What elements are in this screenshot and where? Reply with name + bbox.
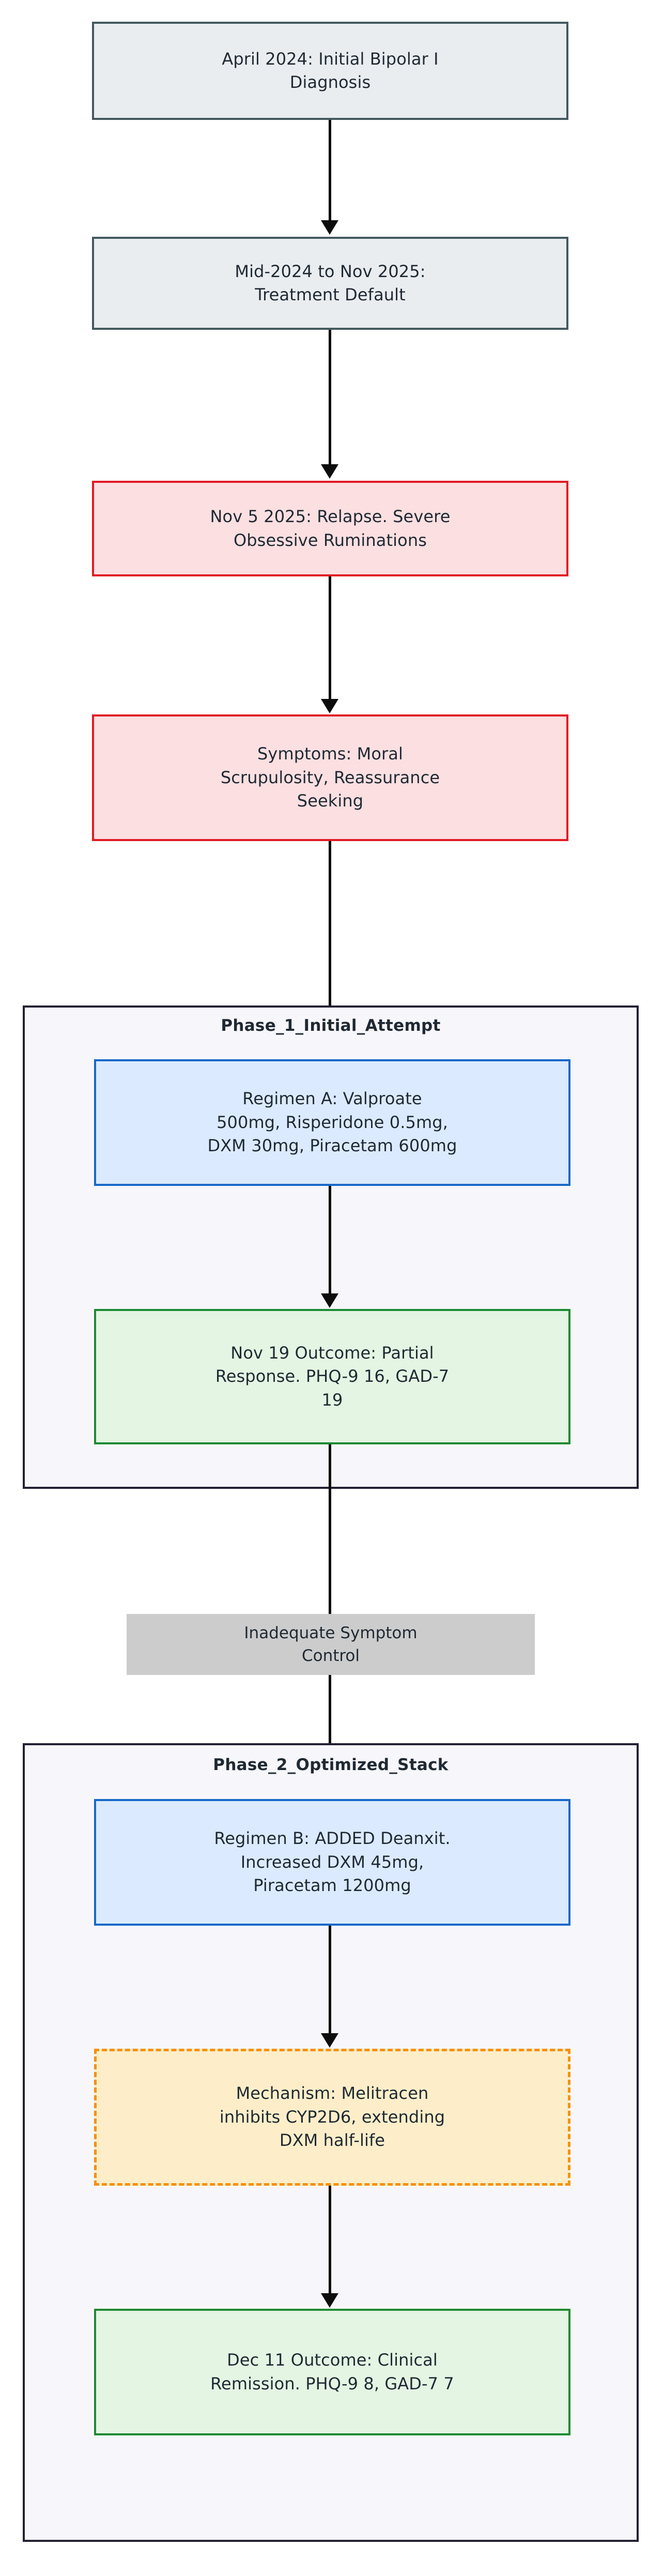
cluster-phase-2-title: Phase_2_Optimized_Stack: [213, 1756, 449, 1774]
edge-line-n6-n7-lower: [329, 1675, 331, 1809]
node-dec11-outcome[interactable]: Dec 11 Outcome: Clinical Remission. PHQ-…: [94, 2309, 570, 2435]
node-treatment-default[interactable]: Mid-2024 to Nov 2025: Treatment Default: [92, 237, 568, 330]
node-initial-diagnosis[interactable]: April 2024: Initial Bipolar I Diagnosis: [92, 22, 568, 120]
edge-line-n4-n5: [329, 841, 331, 1061]
edge-line-n7-n8: [329, 1926, 331, 2037]
node-mechanism[interactable]: Mechanism: Melitracen inhibits CYP2D6, e…: [94, 2049, 570, 2186]
cluster-phase-1-title: Phase_1_Initial_Attempt: [221, 1016, 441, 1035]
edge-line-n8-n9: [329, 2186, 331, 2297]
edge-line-n5-n6: [329, 1186, 331, 1297]
edge-line-n2-n3: [329, 330, 331, 467]
edge-arrow-n5-n6: [321, 1293, 338, 1308]
node-regimen-b[interactable]: Regimen B: ADDED Deanxit. Increased DXM …: [94, 1799, 570, 1926]
edge-arrow-n8-n9: [321, 2293, 338, 2308]
edge-label-inadequate-symptom-control: Inadequate Symptom Control: [127, 1614, 535, 1675]
edge-line-n6-n7-upper: [329, 1444, 331, 1618]
edge-arrow-n1-n2: [321, 220, 338, 235]
edge-arrow-n3-n4: [321, 699, 338, 713]
node-nov19-outcome[interactable]: Nov 19 Outcome: Partial Response. PHQ-9 …: [94, 1309, 570, 1444]
node-symptoms[interactable]: Symptoms: Moral Scrupulosity, Reassuranc…: [92, 714, 568, 841]
edge-arrow-n7-n8: [321, 2033, 338, 2048]
node-regimen-a[interactable]: Regimen A: Valproate 500mg, Risperidone …: [94, 1059, 570, 1186]
edge-arrow-n2-n3: [321, 464, 338, 479]
node-relapse[interactable]: Nov 5 2025: Relapse. Severe Obsessive Ru…: [92, 481, 568, 576]
edge-line-n3-n4: [329, 576, 331, 703]
edge-line-n1-n2: [329, 120, 331, 223]
